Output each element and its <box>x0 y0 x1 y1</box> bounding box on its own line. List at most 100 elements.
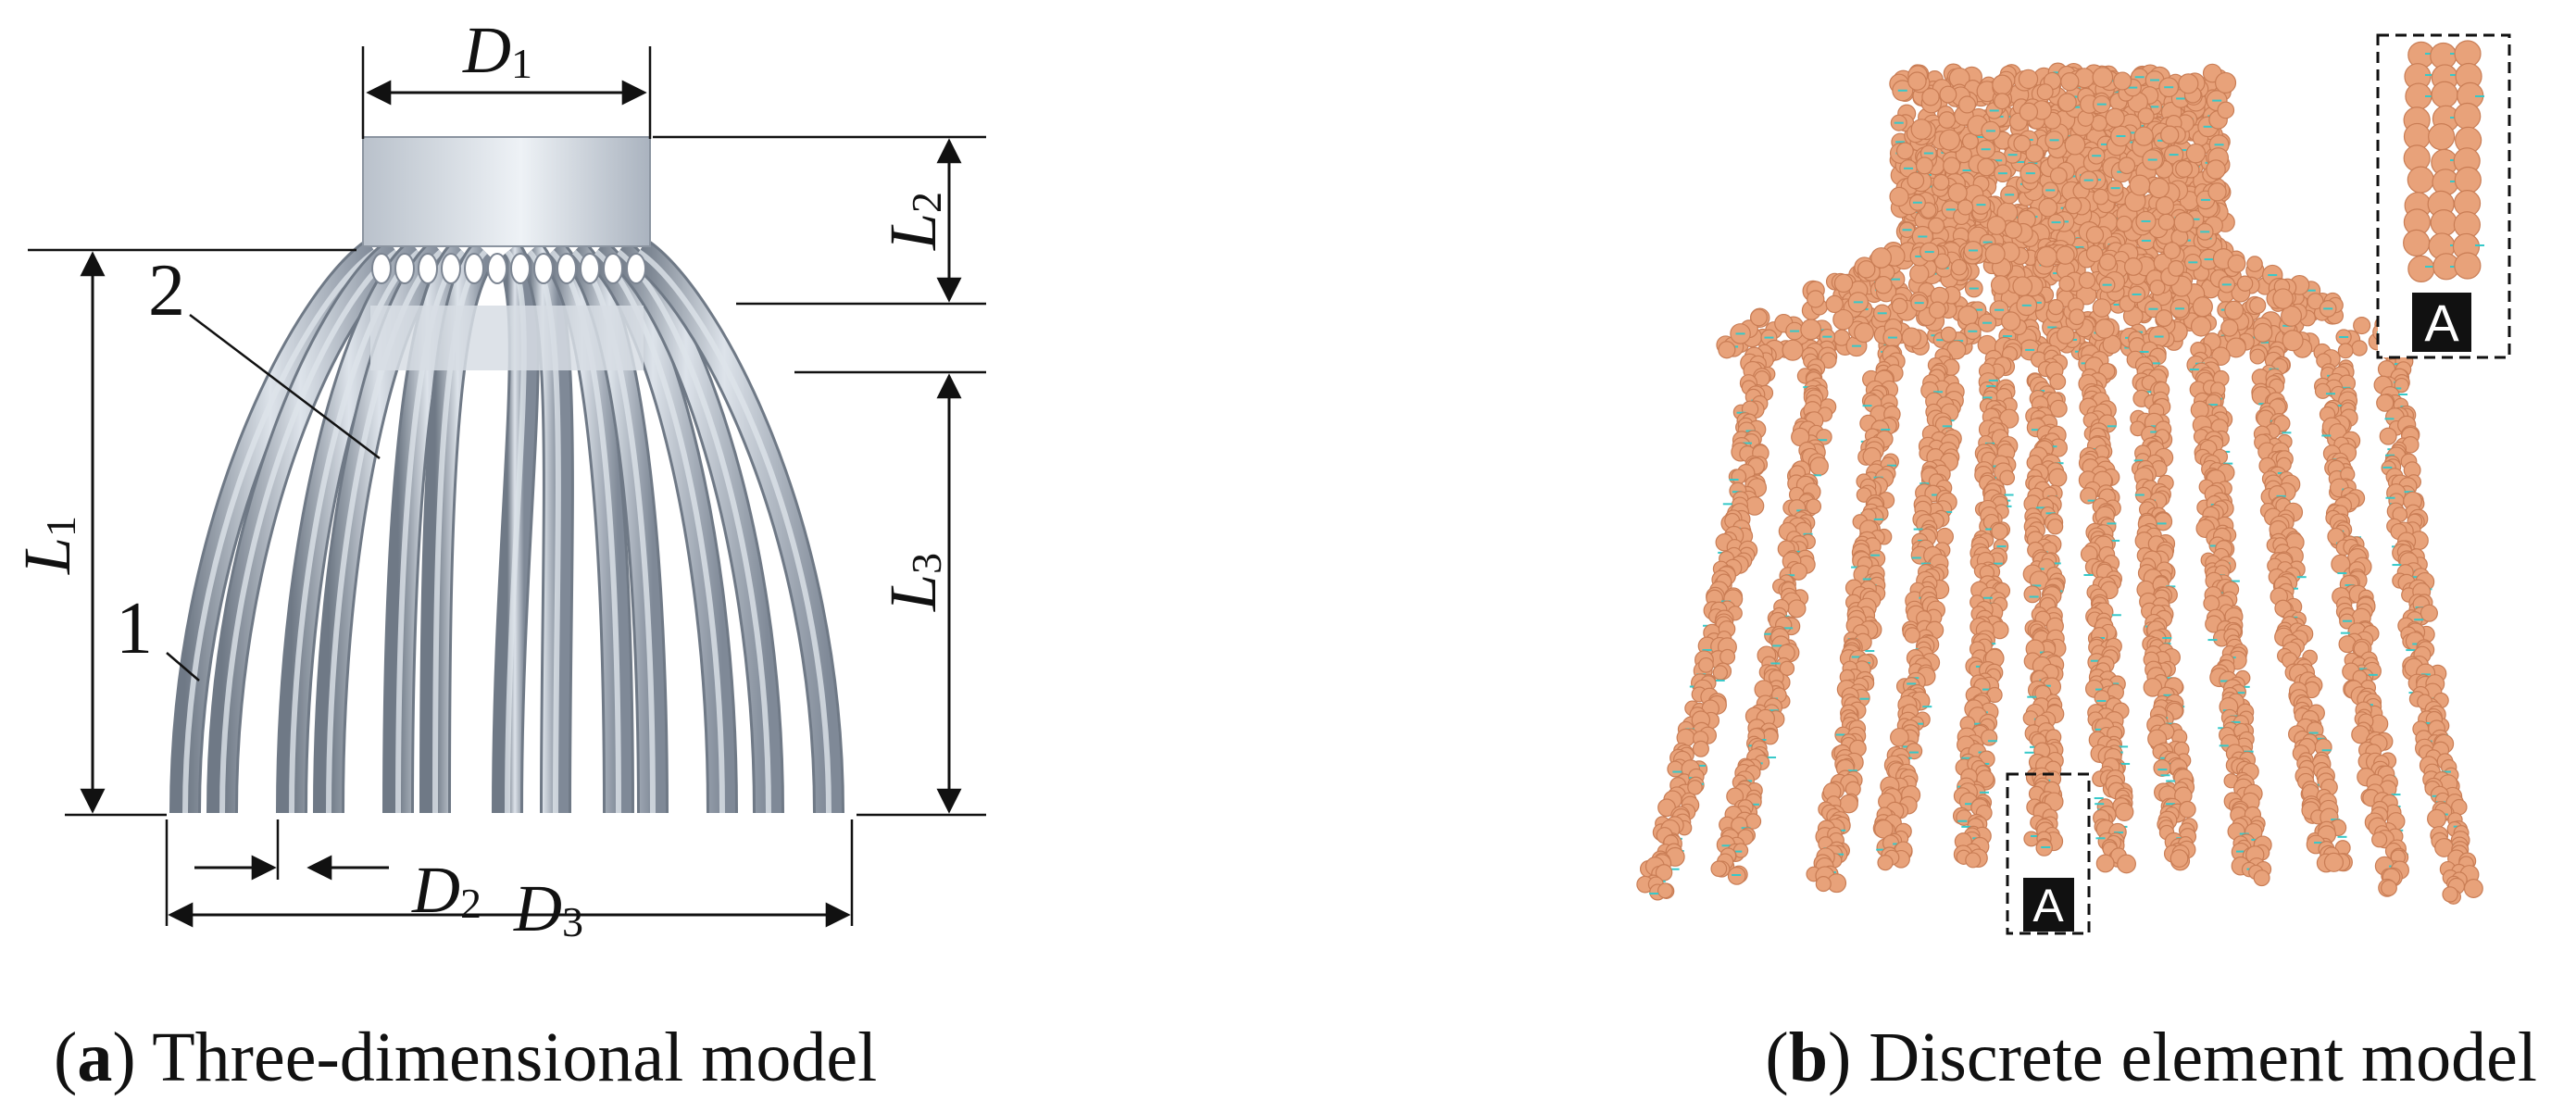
particle <box>2133 126 2154 146</box>
tube-hole <box>371 253 392 284</box>
particle <box>2013 134 2032 153</box>
particle-cloud <box>1636 62 2483 905</box>
particle <box>2192 296 2213 318</box>
particle <box>2314 382 2332 399</box>
tube-highlight <box>219 249 398 814</box>
particle <box>2454 102 2482 131</box>
dimension-arrows <box>80 80 962 928</box>
particle <box>1789 562 1807 581</box>
particle <box>2058 275 2075 293</box>
particle <box>1994 93 2011 110</box>
hub-cylinder <box>362 136 651 247</box>
tube-hole <box>533 253 554 284</box>
particle <box>2012 276 2033 297</box>
particle <box>2095 319 2115 339</box>
particle <box>1915 156 1933 175</box>
particle <box>2227 254 2246 273</box>
particle <box>1807 290 1825 308</box>
particle <box>2049 399 2068 418</box>
particle <box>2092 188 2109 206</box>
particle <box>2117 854 2136 874</box>
particle <box>2224 300 2245 320</box>
caption-panel-a: (a) Three-dimensional model <box>54 1019 878 1096</box>
tube-hole <box>441 253 461 284</box>
particle <box>1939 85 1957 104</box>
particle <box>2149 279 2166 296</box>
l2-label: L2 <box>876 192 950 251</box>
particle <box>1909 263 1930 284</box>
tube-group <box>169 238 844 814</box>
tube-hole <box>418 253 438 284</box>
particle <box>1940 326 1957 343</box>
particle <box>2148 177 2170 199</box>
particle <box>2214 71 2237 94</box>
particle <box>1938 111 1957 129</box>
particle <box>2220 319 2239 337</box>
particle <box>2454 166 2482 194</box>
l1-label: L1 <box>10 516 84 575</box>
tube-hole <box>510 253 531 284</box>
tube-highlight <box>182 249 377 814</box>
particle <box>2253 869 2270 887</box>
particle <box>2056 245 2075 265</box>
detail-inset-label: A <box>2424 294 2459 352</box>
particle <box>2048 468 2068 487</box>
particle <box>1870 247 1892 269</box>
particle <box>2428 123 2456 151</box>
particle <box>1943 156 1961 175</box>
particle <box>2272 288 2294 309</box>
particle <box>2463 879 2483 898</box>
particle <box>1938 129 1961 151</box>
particle <box>2407 255 2435 282</box>
particle <box>2060 72 2080 92</box>
particle <box>1712 665 1728 681</box>
particle <box>2036 83 2054 101</box>
caption-a-letter: a <box>77 1019 113 1096</box>
detail-region-label: A <box>2032 880 2064 932</box>
particle <box>1815 876 1832 893</box>
particle <box>1991 522 2008 541</box>
particle <box>2185 143 2207 164</box>
particle <box>1825 294 1844 314</box>
particle <box>1891 297 1908 315</box>
particle <box>2098 253 2117 271</box>
particle <box>2163 242 2182 260</box>
tube-hole <box>464 253 484 284</box>
particle <box>1719 648 1736 665</box>
particle <box>2078 271 2096 289</box>
particle <box>1990 275 2010 295</box>
particle <box>1698 657 1714 673</box>
particle <box>2001 311 2021 331</box>
particle <box>2116 215 2133 232</box>
tube-hole <box>603 253 623 284</box>
tube-hole <box>394 253 415 284</box>
particle <box>1977 157 1995 177</box>
particle <box>2023 585 2042 604</box>
particle <box>2170 849 2189 868</box>
particle <box>1657 882 1673 899</box>
particle <box>1907 171 1925 190</box>
particle <box>2353 317 2371 335</box>
particle <box>2023 831 2040 847</box>
tube-highlight <box>617 249 771 814</box>
particle <box>1957 95 1977 114</box>
particle <box>1800 319 1822 341</box>
d3-label: D3 <box>513 871 583 945</box>
particle <box>2153 758 2171 777</box>
particle <box>2036 245 2058 268</box>
particle <box>2454 40 2482 68</box>
particle <box>2049 167 2068 185</box>
particle <box>2047 298 2064 316</box>
particle <box>2407 166 2434 194</box>
particle <box>1692 740 1709 757</box>
particle <box>2085 226 2105 244</box>
particle <box>1731 469 1747 485</box>
particle <box>2115 802 2134 821</box>
particle <box>1833 273 1854 294</box>
particle <box>2236 275 2254 292</box>
tube-hole-group <box>371 253 646 284</box>
l3-label: L3 <box>876 553 950 612</box>
particle <box>2430 209 2457 237</box>
particle <box>1889 186 1909 207</box>
particle <box>2137 107 2155 125</box>
